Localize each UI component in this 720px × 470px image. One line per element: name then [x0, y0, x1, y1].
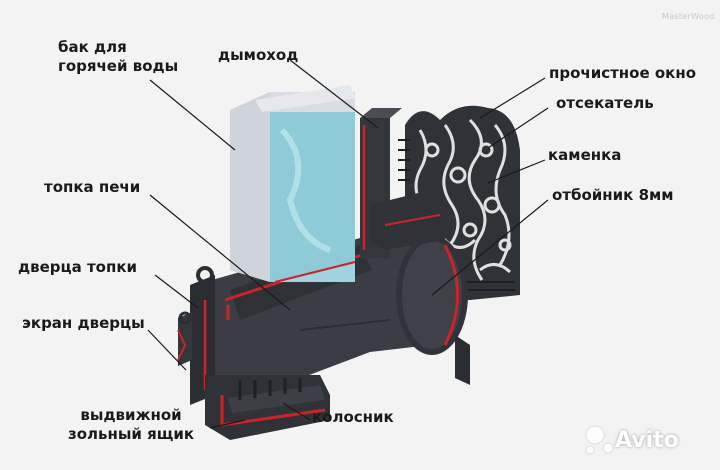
leader-yashchik	[209, 419, 246, 429]
water-tank	[230, 85, 356, 283]
label-otsekatel: отсекатель	[556, 94, 654, 112]
leader-ekran	[147, 329, 187, 371]
leader-kolosnik	[282, 402, 311, 421]
leader-otboinik	[431, 199, 549, 296]
label-yashchik: выдвижной зольный ящик	[68, 406, 195, 443]
brand-watermark: MasterWood	[662, 12, 715, 21]
label-topka: топка печи	[44, 178, 141, 196]
leader-kamenka	[487, 159, 546, 184]
label-otboinik: отбойник 8мм	[552, 186, 674, 204]
leader-dverca	[154, 274, 199, 309]
leader-dymohod	[289, 59, 379, 129]
avito-watermark: Avito	[615, 428, 679, 453]
leader-bak	[149, 79, 236, 151]
label-kamenka: каменка	[548, 146, 622, 164]
label-ekran: экран дверцы	[22, 314, 145, 332]
ash-drawer	[205, 375, 330, 440]
leader-otsekatel	[487, 107, 549, 149]
label-dymohod: дымоход	[218, 46, 299, 64]
leader-topka	[149, 194, 291, 311]
label-kolosnik: колосник	[312, 408, 394, 426]
avito-logo-icon	[585, 425, 614, 455]
leader-prochistnoe	[479, 77, 546, 119]
label-prochistnoe: прочистное окно	[549, 64, 697, 82]
label-dverca: дверца топки	[18, 258, 138, 276]
smoke-cutter	[370, 190, 445, 250]
deflector	[396, 235, 470, 385]
leader-lines	[147, 59, 549, 429]
label-bak: бак для горячей воды	[58, 38, 179, 75]
